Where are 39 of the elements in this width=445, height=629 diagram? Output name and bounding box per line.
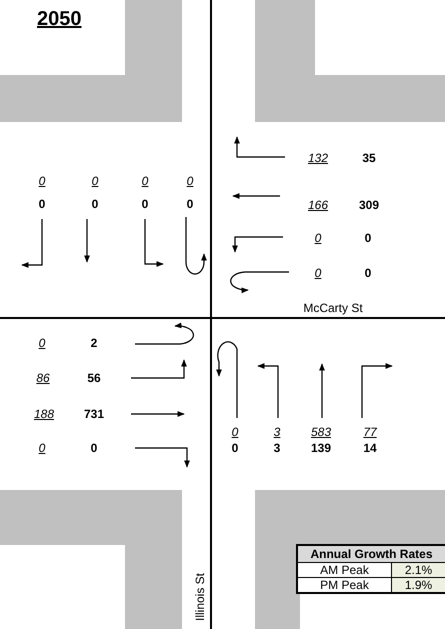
volume-number: 309 [358, 198, 380, 212]
table-cell: 2.1% [391, 563, 445, 578]
volume-number: 139 [310, 441, 332, 455]
volume-number: 583 [310, 425, 332, 439]
volume-number: 0 [186, 174, 194, 188]
volume-number: 0 [232, 425, 238, 439]
volume-number: 14 [363, 441, 377, 455]
volume-number: 2 [90, 336, 98, 350]
volume-number: 0 [142, 197, 148, 211]
volume-number: 3 [274, 441, 280, 455]
volume-number: 0 [314, 266, 322, 280]
volume-number: 0 [364, 231, 372, 245]
volume-number: 35 [362, 151, 376, 165]
volume-number: 77 [363, 425, 377, 439]
volume-number: 0 [38, 174, 46, 188]
volume-number: 188 [34, 407, 54, 421]
volume-number: 0 [186, 197, 194, 211]
volume-number: 0 [90, 441, 98, 455]
volume-number: 0 [142, 174, 148, 188]
volume-number: 0 [364, 266, 372, 280]
volume-number: 0 [92, 197, 98, 211]
volume-number: 0 [38, 336, 46, 350]
volume-number: 86 [36, 371, 50, 385]
volume-number: 0 [232, 441, 238, 455]
volume-number: 132 [308, 151, 328, 165]
volume-number: 0 [38, 197, 46, 211]
table-header: Annual Growth Rates [298, 546, 445, 563]
volume-number: 731 [84, 407, 104, 421]
volume-number: 3 [274, 425, 280, 439]
title: 2050 [37, 8, 82, 31]
volume-number: 56 [87, 371, 101, 385]
volume-number: 166 [308, 198, 328, 212]
volume-number: 0 [314, 231, 322, 245]
volume-number: 0 [38, 441, 46, 455]
street-name: Illinois St [193, 572, 207, 622]
volume-number: 0 [92, 174, 98, 188]
street-name: McCarty St [303, 301, 363, 315]
table-cell: 1.9% [391, 578, 445, 592]
table-cell: AM Peak [298, 563, 391, 578]
